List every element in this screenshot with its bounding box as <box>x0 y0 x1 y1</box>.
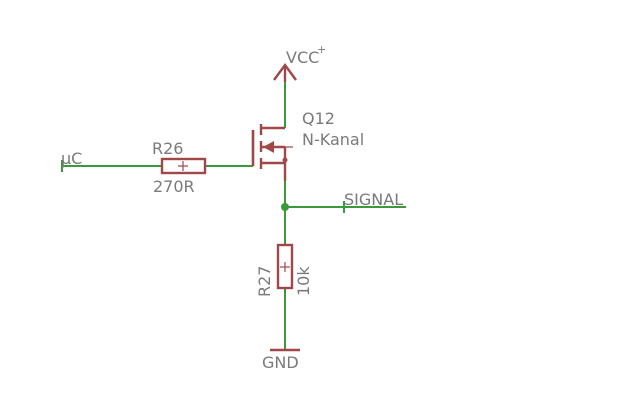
r27-value-label: 10k <box>294 266 313 296</box>
junction-dot <box>281 203 289 211</box>
wires <box>61 82 406 350</box>
net-label-signal: SIGNAL <box>344 190 403 209</box>
vcc-plus-label: + <box>317 43 326 56</box>
q12-value-label: N-Kanal <box>302 130 364 149</box>
r26-ref-label: R26 <box>152 139 183 158</box>
mosfet-q12 <box>251 124 293 181</box>
vcc-symbol <box>273 62 297 82</box>
r26-value-label: 270R <box>153 177 195 196</box>
vcc-label: VCC <box>286 48 319 67</box>
q12-ref-label: Q12 <box>302 109 335 128</box>
net-label-uc: µC <box>61 149 82 168</box>
resistor-r26 <box>160 157 207 175</box>
r27-ref-label: R27 <box>255 266 274 297</box>
gnd-label: GND <box>262 353 299 372</box>
resistor-r27 <box>276 243 294 290</box>
